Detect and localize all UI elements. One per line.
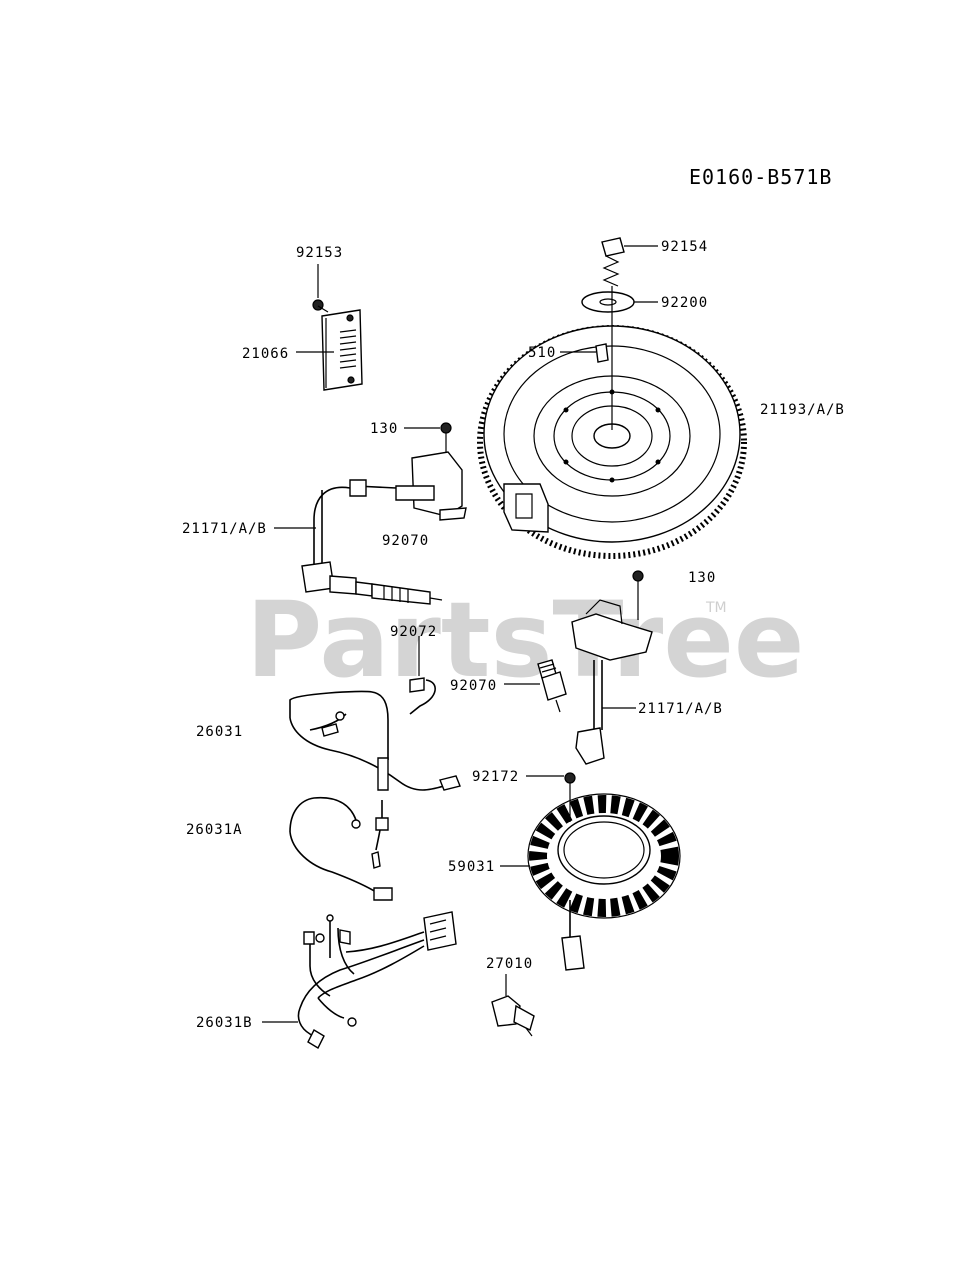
watermark: PartsTree xyxy=(246,579,804,701)
part-label-21066[interactable]: 21066 xyxy=(242,346,289,362)
part-label-26031A[interactable]: 26031A xyxy=(186,822,243,838)
ignition-coil-lower-drawing xyxy=(571,570,653,765)
regulator-drawing xyxy=(312,299,363,391)
diagram-code: E0160-B571B xyxy=(689,165,832,189)
part-label-21171-upper[interactable]: 21171/A/B xyxy=(182,521,267,537)
part-label-92172[interactable]: 92172 xyxy=(472,769,519,785)
part-label-26031[interactable]: 26031 xyxy=(196,724,243,740)
part-label-21171-lower[interactable]: 21171/A/B xyxy=(638,701,723,717)
watermark-trademark: TM xyxy=(705,600,727,616)
part-label-130-lower[interactable]: 130 xyxy=(688,570,716,586)
lead-wire-26031B-drawing xyxy=(297,911,457,1049)
part-label-21193[interactable]: 21193/A/B xyxy=(760,402,845,418)
part-label-92072[interactable]: 92072 xyxy=(390,624,437,640)
part-label-27010[interactable]: 27010 xyxy=(486,956,533,972)
part-label-59031[interactable]: 59031 xyxy=(448,859,495,875)
leader-lines xyxy=(262,245,658,1023)
switch-drawing xyxy=(491,982,535,1037)
part-label-92070-lower[interactable]: 92070 xyxy=(450,678,497,694)
part-label-510[interactable]: 510 xyxy=(528,345,556,361)
ignition-coil-upper-drawing xyxy=(301,451,467,605)
part-label-26031B[interactable]: 26031B xyxy=(196,1015,253,1031)
lead-wire-26031-drawing xyxy=(289,690,461,791)
part-label-92153[interactable]: 92153 xyxy=(296,245,343,261)
part-label-92200[interactable]: 92200 xyxy=(661,295,708,311)
spark-plug-lower-drawing xyxy=(537,659,567,713)
part-label-130-upper[interactable]: 130 xyxy=(370,421,398,437)
part-label-92070-upper[interactable]: 92070 xyxy=(382,533,429,549)
lead-wire-26031A-drawing xyxy=(289,796,393,901)
clamp-drawing xyxy=(409,677,436,715)
part-label-92154[interactable]: 92154 xyxy=(661,239,708,255)
stator-drawing xyxy=(527,772,681,971)
